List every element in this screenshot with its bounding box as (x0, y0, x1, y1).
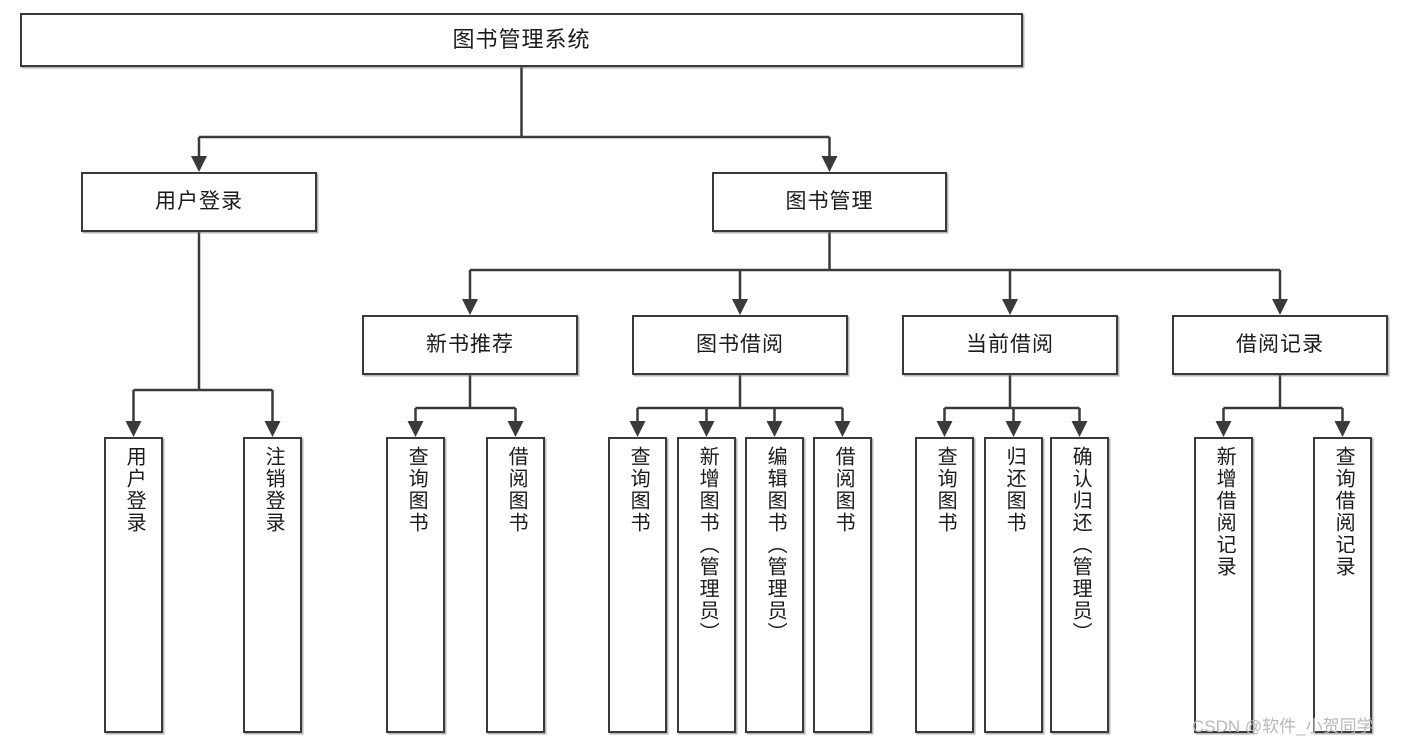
node-label: 借阅图书 (832, 446, 855, 534)
node-label: 注销登录 (262, 446, 285, 534)
node-label: 图书管理 (785, 190, 874, 214)
node-new-book-recommend[interactable]: 新书推荐 (362, 315, 578, 375)
node-label: 新增借阅记录 (1213, 446, 1236, 578)
node-label: 新书推荐 (426, 333, 514, 357)
node-leaf-add-borrow-record[interactable]: 新增借阅记录 (1194, 437, 1253, 733)
node-label: 查询图书 (627, 446, 650, 534)
node-label: 当前借阅 (966, 333, 1054, 357)
node-label: 用户登录 (123, 446, 146, 534)
node-book-manage[interactable]: 图书管理 (712, 172, 947, 232)
node-label: 编辑图书（管理员） (764, 446, 787, 644)
node-label: 归还图书 (1003, 446, 1026, 534)
node-label: 图书借阅 (696, 333, 784, 357)
node-label: 用户登录 (155, 190, 243, 214)
node-current-borrow[interactable]: 当前借阅 (902, 315, 1118, 375)
node-label: 查询借阅记录 (1332, 446, 1355, 578)
node-leaf-user-logout[interactable]: 注销登录 (243, 437, 302, 733)
node-leaf-query-borrow-record[interactable]: 查询借阅记录 (1313, 437, 1372, 733)
node-leaf-query-book-cur[interactable]: 查询图书 (915, 437, 974, 733)
node-label: 图书管理系统 (452, 26, 591, 52)
node-leaf-return-book[interactable]: 归还图书 (984, 437, 1043, 733)
node-leaf-query-book-rec[interactable]: 查询图书 (386, 437, 445, 733)
node-leaf-borrow-book-brw[interactable]: 借阅图书 (813, 437, 872, 733)
node-leaf-query-book-brw[interactable]: 查询图书 (608, 437, 667, 733)
node-label: 借阅图书 (505, 446, 528, 534)
node-borrow-record[interactable]: 借阅记录 (1172, 315, 1388, 375)
node-label: 查询图书 (405, 446, 428, 534)
node-leaf-edit-book-admin[interactable]: 编辑图书（管理员） (745, 437, 804, 733)
node-label: 新增图书（管理员） (696, 446, 719, 644)
node-label: 借阅记录 (1236, 333, 1324, 357)
node-leaf-add-book-admin[interactable]: 新增图书（管理员） (677, 437, 736, 733)
node-user-login[interactable]: 用户登录 (81, 172, 317, 232)
node-label: 确认归还（管理员） (1069, 446, 1092, 644)
node-leaf-user-login[interactable]: 用户登录 (104, 437, 163, 733)
node-leaf-borrow-book-rec[interactable]: 借阅图书 (486, 437, 545, 733)
node-root[interactable]: 图书管理系统 (20, 13, 1023, 67)
node-leaf-confirm-return-admin[interactable]: 确认归还（管理员） (1050, 437, 1109, 733)
node-label: 查询图书 (934, 446, 957, 534)
csdn-watermark: CSDN @软件_小贺同学 (1192, 717, 1374, 736)
node-book-borrow[interactable]: 图书借阅 (632, 315, 848, 375)
